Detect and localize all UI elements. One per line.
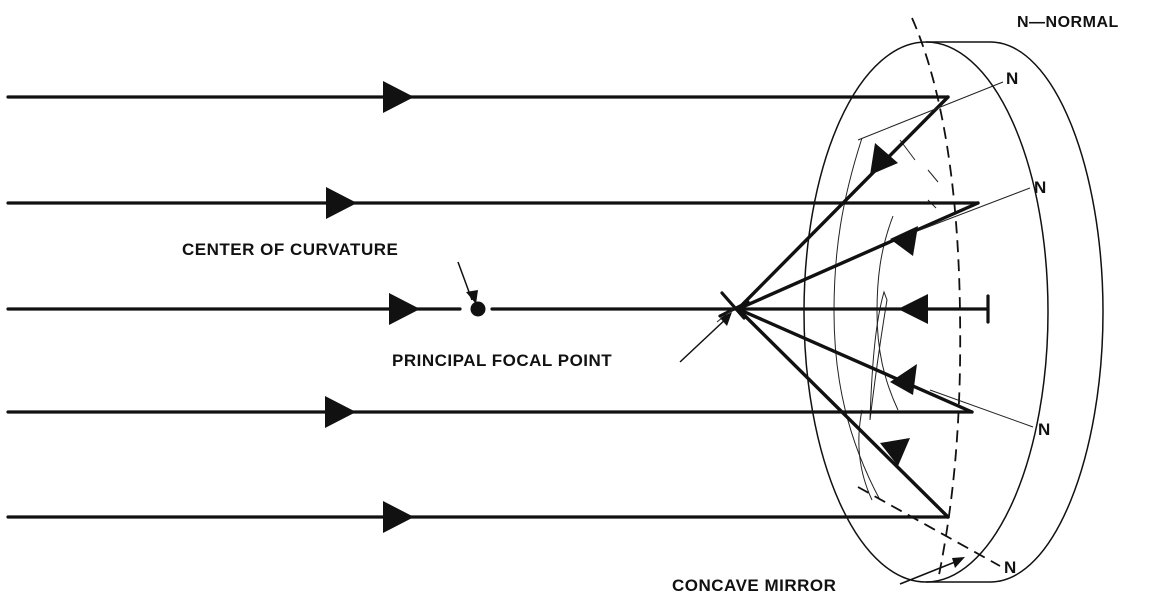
- principal-focal-point-label: PRINCIPAL FOCAL POINT: [392, 351, 613, 370]
- mirror-inner-rim: [833, 137, 881, 501]
- center-of-curvature-label: CENTER OF CURVATURE: [182, 240, 399, 259]
- concave-mirror-label: CONCAVE MIRROR: [672, 576, 837, 595]
- incident-arrow-3: [389, 293, 420, 325]
- normal-5: [857, 486, 1001, 567]
- reflected-ray-4: [736, 307, 974, 414]
- reflected-rays: [736, 95, 980, 519]
- reflected-arrow-4: [890, 364, 917, 395]
- concave-mirror: [803, 17, 1104, 583]
- normals: [857, 81, 1034, 567]
- concave-mirror-leader-head: [952, 557, 965, 568]
- legend-normal-label: N—NORMAL: [1017, 14, 1119, 31]
- mirror-highlight-lower: [858, 409, 873, 501]
- mirror-highlight: [869, 290, 888, 421]
- normal-2: [919, 187, 1031, 231]
- focal-point-mark: [716, 291, 750, 323]
- normal-4: [929, 389, 1034, 428]
- reflected-arrows: [870, 143, 928, 466]
- reflected-ray-5: [736, 307, 950, 519]
- incident-arrow-5: [383, 501, 414, 533]
- focal-point-leader: [679, 316, 729, 363]
- incident-arrows: [325, 81, 420, 533]
- normal-marker-2: N: [1034, 178, 1047, 197]
- mirror-dashed-arc: [911, 17, 962, 581]
- reflected-arrow-3: [898, 294, 928, 324]
- center-of-curvature-point: [470, 301, 486, 317]
- normal-1: [857, 81, 1004, 141]
- incident-arrow-2: [326, 187, 357, 219]
- reflected-arrow-2: [890, 226, 918, 256]
- normal-marker-1: N: [1006, 69, 1019, 88]
- focal-point-leader-head: [720, 312, 732, 326]
- center-of-curvature-leader-head: [466, 290, 478, 304]
- reflected-ray-2: [736, 201, 980, 311]
- reflected-ray-1: [736, 95, 950, 311]
- concave-mirror-leader: [899, 559, 961, 585]
- mirror-inner-marks: [899, 139, 939, 209]
- normal-marker-4: N: [1038, 420, 1051, 439]
- incident-arrow-1: [383, 81, 414, 113]
- reflected-arrow-1: [870, 143, 898, 175]
- incident-rays: [6, 95, 990, 519]
- reflected-arrow-5: [880, 438, 910, 466]
- normal-marker-5: N: [1004, 558, 1017, 577]
- mirror-surface-curve: [876, 215, 899, 411]
- incident-arrow-4: [325, 396, 356, 428]
- mirror-back-rim: [926, 41, 1104, 583]
